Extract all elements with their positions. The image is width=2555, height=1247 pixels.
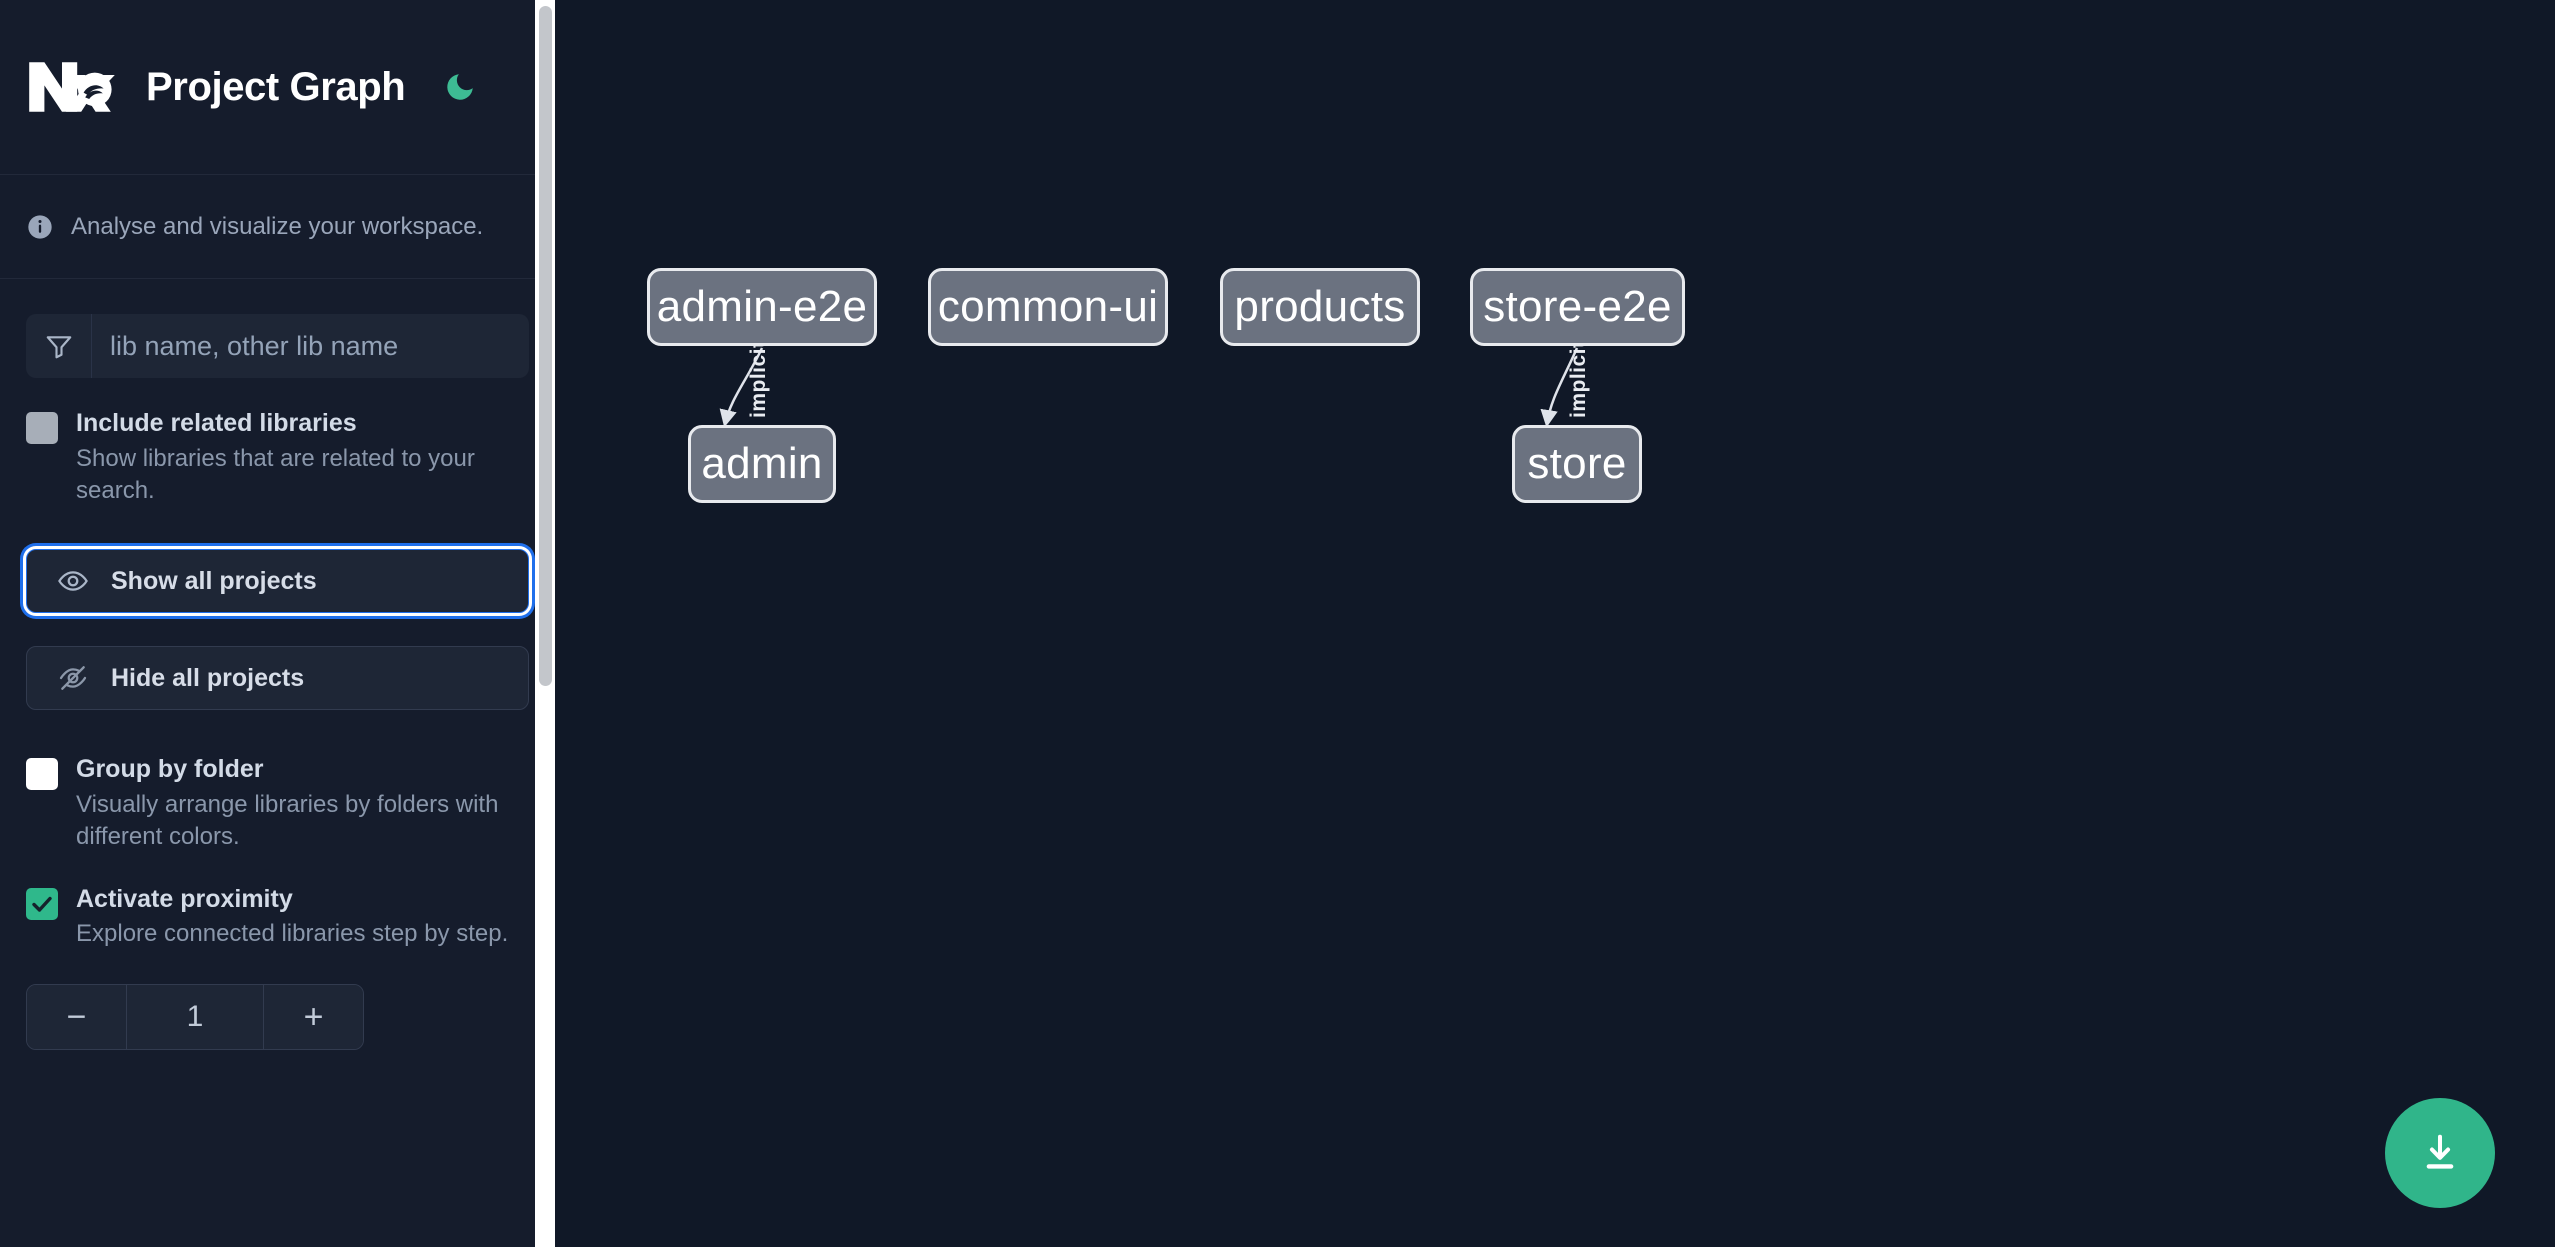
- proximity-stepper-wrap: − 1 +: [0, 984, 555, 1051]
- option-activate-proximity: Activate proximity Explore connected lib…: [0, 884, 555, 951]
- hide-all-projects-label: Hide all projects: [111, 663, 305, 692]
- option-description: Visually arrange libraries by folders wi…: [76, 790, 499, 851]
- moon-icon-glyph: [447, 74, 474, 100]
- sidebar-content: Project Graph Analyse and visualize your…: [0, 0, 555, 1247]
- sidebar-header: Project Graph: [0, 0, 555, 175]
- graph-node-common-ui[interactable]: common-ui: [928, 268, 1168, 346]
- option-group-by-folder: Group by folder Visually arrange librari…: [0, 754, 555, 853]
- search-box[interactable]: [26, 314, 529, 378]
- info-icon: [28, 214, 52, 239]
- page-title: Project Graph: [146, 64, 406, 109]
- option-description: Show libraries that are related to your …: [76, 444, 475, 504]
- stepper-value: 1: [127, 985, 263, 1050]
- graph-node-store-e2e[interactable]: store-e2e: [1470, 268, 1685, 346]
- filter-icon: [26, 314, 92, 378]
- increment-button[interactable]: +: [263, 985, 363, 1050]
- include-related-libraries-checkbox[interactable]: [26, 412, 58, 444]
- check-icon: [32, 896, 52, 912]
- graph-node-products[interactable]: products: [1220, 268, 1420, 346]
- graph-node-store[interactable]: store: [1512, 425, 1642, 503]
- option-title: Include related libraries: [76, 409, 357, 437]
- activate-proximity-checkbox[interactable]: [26, 887, 58, 920]
- option-text-block: Include related libraries Show libraries…: [76, 408, 529, 507]
- graph-edges: [719, 347, 1579, 428]
- download-icon: [2426, 1134, 2454, 1169]
- search-section: [0, 279, 555, 378]
- filter-icon-glyph: [46, 336, 71, 359]
- sidebar-tagline-text: Analyse and visualize your workspace.: [71, 212, 484, 240]
- sidebar-tagline: Analyse and visualize your workspace.: [0, 175, 555, 279]
- show-all-projects-button[interactable]: Show all projects: [26, 549, 529, 614]
- sidebar: Project Graph Analyse and visualize your…: [0, 0, 555, 1247]
- eye-icon: [58, 571, 88, 592]
- show-all-projects-label: Show all projects: [111, 566, 317, 595]
- option-description: Explore connected libraries step by step…: [76, 920, 509, 948]
- graph-node-admin-e2e[interactable]: admin-e2e: [647, 268, 877, 346]
- option-title: Group by folder: [76, 755, 264, 784]
- moon-icon[interactable]: [437, 64, 483, 110]
- project-graph-canvas[interactable]: implicit implicit admin-e2e common-ui pr…: [555, 0, 2555, 1247]
- sidebar-scrollbar[interactable]: [535, 0, 555, 1247]
- option-title: Activate proximity: [76, 884, 293, 913]
- hide-all-projects-button[interactable]: Hide all projects: [26, 646, 529, 711]
- option-text-block: Group by folder Visually arrange librari…: [76, 754, 529, 853]
- eye-off-icon: [59, 666, 87, 691]
- visibility-buttons: Show all projects Hide all projects: [0, 549, 555, 711]
- graph-node-admin[interactable]: admin: [688, 425, 836, 503]
- option-include-related-libraries: Include related libraries Show libraries…: [0, 408, 555, 507]
- edge-label-implicit-admin: implicit: [747, 340, 770, 418]
- group-by-folder-checkbox[interactable]: [26, 758, 58, 791]
- search-input[interactable]: [92, 314, 529, 378]
- edge-label-implicit-store: implicit: [1567, 340, 1590, 418]
- option-text-block: Activate proximity Explore connected lib…: [76, 884, 529, 951]
- proximity-stepper: − 1 +: [26, 984, 364, 1051]
- sidebar-scrollbar-thumb[interactable]: [539, 6, 552, 686]
- decrement-button[interactable]: −: [27, 985, 127, 1050]
- download-graph-button[interactable]: [2385, 1098, 2495, 1208]
- nx-logo: [29, 62, 115, 112]
